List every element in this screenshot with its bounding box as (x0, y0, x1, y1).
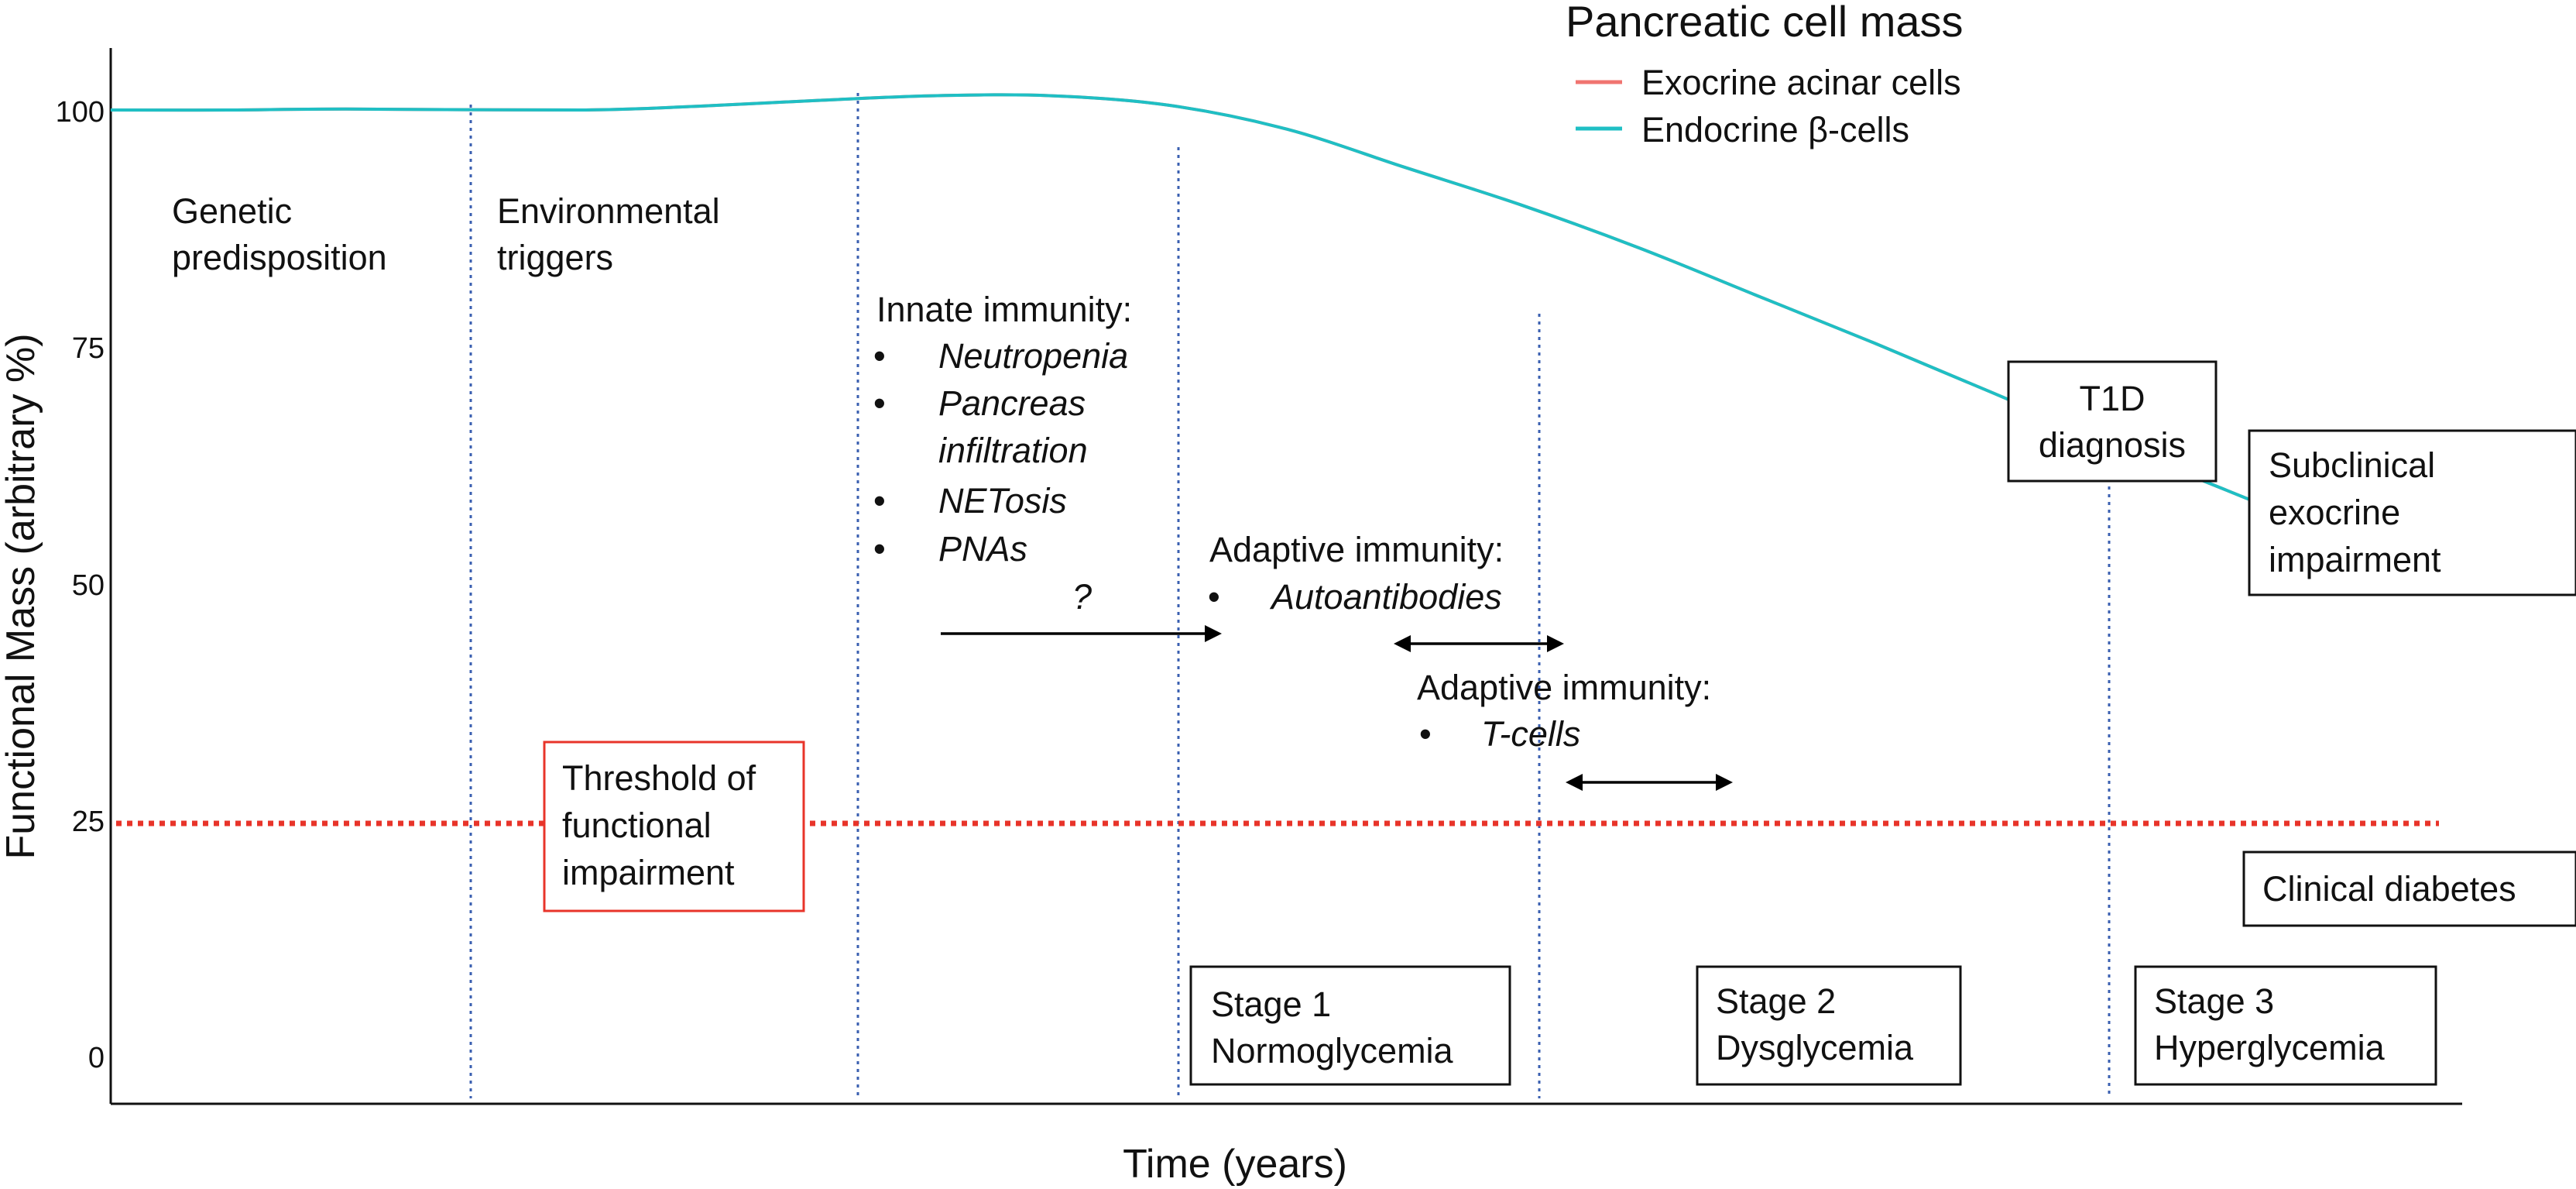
adaptive-1-bullet: • (1208, 577, 1220, 617)
y-tick-label-100: 100 (56, 96, 105, 129)
t1d-diagnosis-line2: diagnosis (2039, 425, 2186, 465)
threshold-box-line1: Threshold of (562, 758, 756, 798)
innate-bullet-2: • (873, 383, 886, 423)
threshold-box-line3: impairment (562, 853, 735, 892)
stage2-line1: Stage 2 (1716, 981, 1836, 1021)
adaptive-immunity-2-title: Adaptive immunity: (1417, 668, 1711, 707)
clinical-diabetes-box (2242, 851, 2576, 927)
autoantibodies-range-arrowhead-left (1394, 635, 1411, 652)
t1d-diagnosis-line1: T1D (2079, 379, 2145, 418)
stage1-line1: Stage 1 (1211, 985, 1331, 1024)
legend-label-endocrine: Endocrine β-cells (1641, 110, 1909, 149)
subclinical-line2: exocrine (2269, 493, 2400, 532)
stage2-box (1696, 965, 1962, 1086)
y-axis-title: Functional Mass (arbitrary %) (0, 333, 43, 859)
y-tick-label-50: 50 (72, 569, 105, 602)
t1d-diagnosis-box (2007, 360, 2218, 483)
clinical-diabetes-label: Clinical diabetes (2262, 869, 2516, 909)
y-tick-label-75: 75 (72, 332, 105, 365)
y-tick-label-25: 25 (72, 806, 105, 838)
series-line-endocrine-beta-cells (110, 93, 2345, 540)
adaptive-item-t-cells: T-cells (1481, 714, 1580, 754)
annotation-environmental-line2: triggers (497, 238, 613, 277)
adaptive-immunity-1-title: Adaptive immunity: (1209, 530, 1504, 569)
y-tick-label-0: 0 (88, 1042, 105, 1074)
innate-to-adaptive-arrowhead (1205, 625, 1222, 642)
innate-item-pancreas: Pancreas (938, 383, 1086, 423)
threshold-box-line2: functional (562, 806, 712, 845)
adaptive-item-autoantibodies: Autoantibodies (1269, 577, 1502, 617)
innate-item-pnas: PNAs (938, 529, 1027, 569)
innate-item-neutropenia: Neutropenia (938, 336, 1128, 376)
annotation-genetic-line1: Genetic (172, 191, 292, 231)
stage3-line2: Hyperglycemia (2154, 1028, 2386, 1067)
subclinical-line3: impairment (2269, 540, 2441, 579)
stage1-line2: Normoglycemia (1211, 1031, 1454, 1070)
subclinical-line1: Subclinical (2269, 445, 2435, 485)
innate-bullet-4: • (873, 529, 886, 569)
x-axis-title: Time (years) (1123, 1142, 1347, 1187)
question-mark: ? (1072, 577, 1092, 617)
subclinical-box (2248, 429, 2576, 596)
stage1-box (1189, 965, 1511, 1086)
stage3-box (2134, 965, 2437, 1086)
legend-title: Pancreatic cell mass (1566, 0, 1964, 46)
innate-immunity-title: Innate immunity: (876, 290, 1132, 329)
innate-bullet-3: • (873, 481, 886, 521)
innate-item-netosis: NETosis (938, 481, 1067, 521)
threshold-box (543, 741, 805, 912)
stage3-line1: Stage 3 (2154, 981, 2274, 1021)
stage2-line2: Dysglycemia (1716, 1028, 1914, 1067)
annotation-environmental-line1: Environmental (497, 191, 720, 231)
t-cells-range-arrowhead-right (1716, 774, 1733, 791)
innate-bullet-1: • (873, 336, 886, 376)
adaptive-2-bullet: • (1419, 714, 1432, 754)
annotation-genetic-line2: predisposition (172, 238, 387, 277)
legend-label-exocrine: Exocrine acinar cells (1641, 63, 1961, 102)
autoantibodies-range-arrowhead-right (1547, 635, 1564, 652)
innate-item-infiltration: infiltration (938, 431, 1088, 470)
t-cells-range-arrowhead-left (1566, 774, 1583, 791)
